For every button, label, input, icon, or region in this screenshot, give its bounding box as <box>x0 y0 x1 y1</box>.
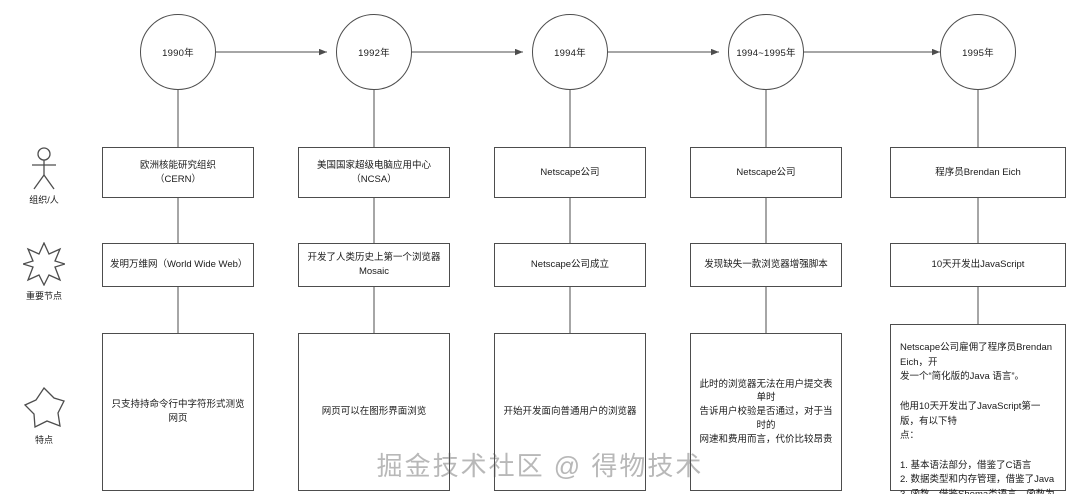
org-text-5: 程序员Brendan Eich <box>935 166 1021 178</box>
milestone-text-2: 开发了人类历史上第一个浏览器 Mosaic <box>307 252 441 277</box>
milestone-text-4: 发现缺失一款浏览器增强脚本 <box>704 259 828 271</box>
org-box-3[interactable]: Netscape公司 <box>494 147 646 198</box>
year-label-1: 1990年 <box>162 48 194 59</box>
year-node-5[interactable]: 1995年 <box>940 14 1016 90</box>
feature-box-1[interactable]: 只支持持命令行中字符形式测览网页 <box>102 333 254 491</box>
year-node-4[interactable]: 1994~1995年 <box>728 14 804 90</box>
feature-box-3[interactable]: 开始开发面向普通用户的浏览器 <box>494 333 646 491</box>
org-box-4[interactable]: Netscape公司 <box>690 147 842 198</box>
feature-text-3: 开始开发面向普通用户的浏览器 <box>503 406 637 418</box>
feature-text-5: Netscape公司雇佣了程序员Brendan Eich，开 发一个“简化版的J… <box>900 342 1055 494</box>
org-box-2[interactable]: 美国国家超级电脑应用中心 （NCSA） <box>298 147 450 198</box>
org-text-3: Netscape公司 <box>540 166 600 178</box>
legend-item-milestone: 重要节点 <box>6 242 82 302</box>
feature-text-4: 此时的浏览器无法在用户提交表单时 告诉用户校验是否通过，对于当时的 网速和费用而… <box>699 378 833 445</box>
org-text-4: Netscape公司 <box>736 166 796 178</box>
feature-box-5[interactable]: Netscape公司雇佣了程序员Brendan Eich，开 发一个“简化版的J… <box>890 324 1066 494</box>
milestone-box-5[interactable]: 10天开发出JavaScript <box>890 243 1066 287</box>
org-text-1: 欧洲核能研究组织 （CERN） <box>139 159 216 185</box>
actor-icon <box>32 147 56 190</box>
year-node-2[interactable]: 1992年 <box>336 14 412 90</box>
year-node-3[interactable]: 1994年 <box>532 14 608 90</box>
feature-text-2: 网页可以在图形界面浏览 <box>321 406 427 418</box>
legend-item-feature: 特点 <box>6 386 82 446</box>
legend-caption-milestone: 重要节点 <box>25 291 62 301</box>
milestone-box-3[interactable]: Netscape公司成立 <box>494 243 646 287</box>
feature-box-2[interactable]: 网页可以在图形界面浏览 <box>298 333 450 491</box>
year-node-1[interactable]: 1990年 <box>140 14 216 90</box>
milestone-box-2[interactable]: 开发了人类历史上第一个浏览器 Mosaic <box>298 243 450 287</box>
milestone-box-4[interactable]: 发现缺失一款浏览器增强脚本 <box>690 243 842 287</box>
org-box-5[interactable]: 程序员Brendan Eich <box>890 147 1066 198</box>
year-label-4: 1994~1995年 <box>736 48 796 59</box>
year-label-3: 1994年 <box>554 48 586 59</box>
legend-item-actor: 组织/人 <box>6 146 82 206</box>
org-box-1[interactable]: 欧洲核能研究组织 （CERN） <box>102 147 254 198</box>
legend-caption-feature: 特点 <box>34 435 53 445</box>
milestone-box-1[interactable]: 发明万维网（World Wide Web） <box>102 243 254 287</box>
milestone-text-5: 10天开发出JavaScript <box>931 259 1025 271</box>
year-label-2: 1992年 <box>358 48 390 59</box>
legend-caption-actor: 组织/人 <box>29 195 59 205</box>
star8-icon <box>23 242 65 286</box>
milestone-text-1: 发明万维网（World Wide Web） <box>110 259 248 271</box>
milestone-text-3: Netscape公司成立 <box>530 259 610 271</box>
year-label-5: 1995年 <box>962 48 994 59</box>
org-text-2: 美国国家超级电脑应用中心 （NCSA） <box>316 159 431 185</box>
feature-text-1: 只支持持命令行中字符形式测览网页 <box>111 399 245 424</box>
star6-icon <box>23 386 65 429</box>
feature-box-4[interactable]: 此时的浏览器无法在用户提交表单时 告诉用户校验是否通过，对于当时的 网速和费用而… <box>690 333 842 491</box>
